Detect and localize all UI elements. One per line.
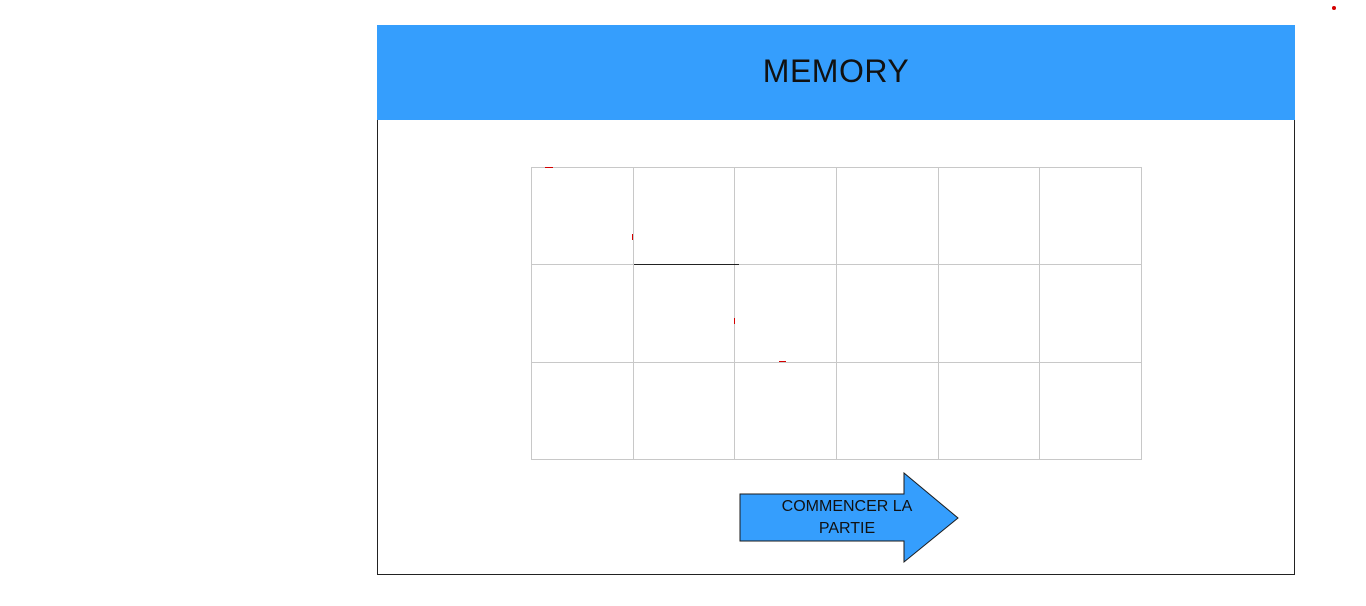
red-mark [779,361,786,362]
card-r1-c1[interactable] [532,168,634,266]
card-r3-c1[interactable] [532,362,634,460]
game-header: MEMORY [377,25,1295,120]
card-r2-c3[interactable] [735,265,837,363]
start-game-button[interactable]: COMMENCER LA PARTIE [739,472,961,564]
card-r3-c4[interactable] [836,362,939,460]
card-r1-c5[interactable] [938,168,1041,266]
game-title: MEMORY [762,53,910,89]
start-button-label: COMMENCER LA PARTIE [781,498,913,537]
red-mark [545,167,553,168]
card-r3-c2[interactable] [633,362,736,460]
card-r1-c2[interactable] [633,168,736,266]
card-r2-c4[interactable] [836,265,939,363]
card-grid [531,167,1142,460]
selected-card-edge [634,264,739,265]
card-r2-c6[interactable] [1040,265,1142,363]
card-r1-c6[interactable] [1040,168,1142,266]
arrow-shape-icon [739,472,959,564]
card-r2-c2[interactable] [633,265,736,363]
card-r3-c6[interactable] [1040,362,1142,460]
card-r2-c1[interactable] [532,265,634,363]
red-mark [632,234,633,240]
card-r1-c3[interactable] [735,168,837,266]
card-r1-c4[interactable] [836,168,939,266]
card-r3-c5[interactable] [938,362,1041,460]
game-board-frame: MEMORY [377,25,1295,575]
red-mark [734,318,735,324]
card-r2-c5[interactable] [938,265,1041,363]
red-dot-marker [1332,6,1336,10]
card-r3-c3[interactable] [735,362,837,460]
